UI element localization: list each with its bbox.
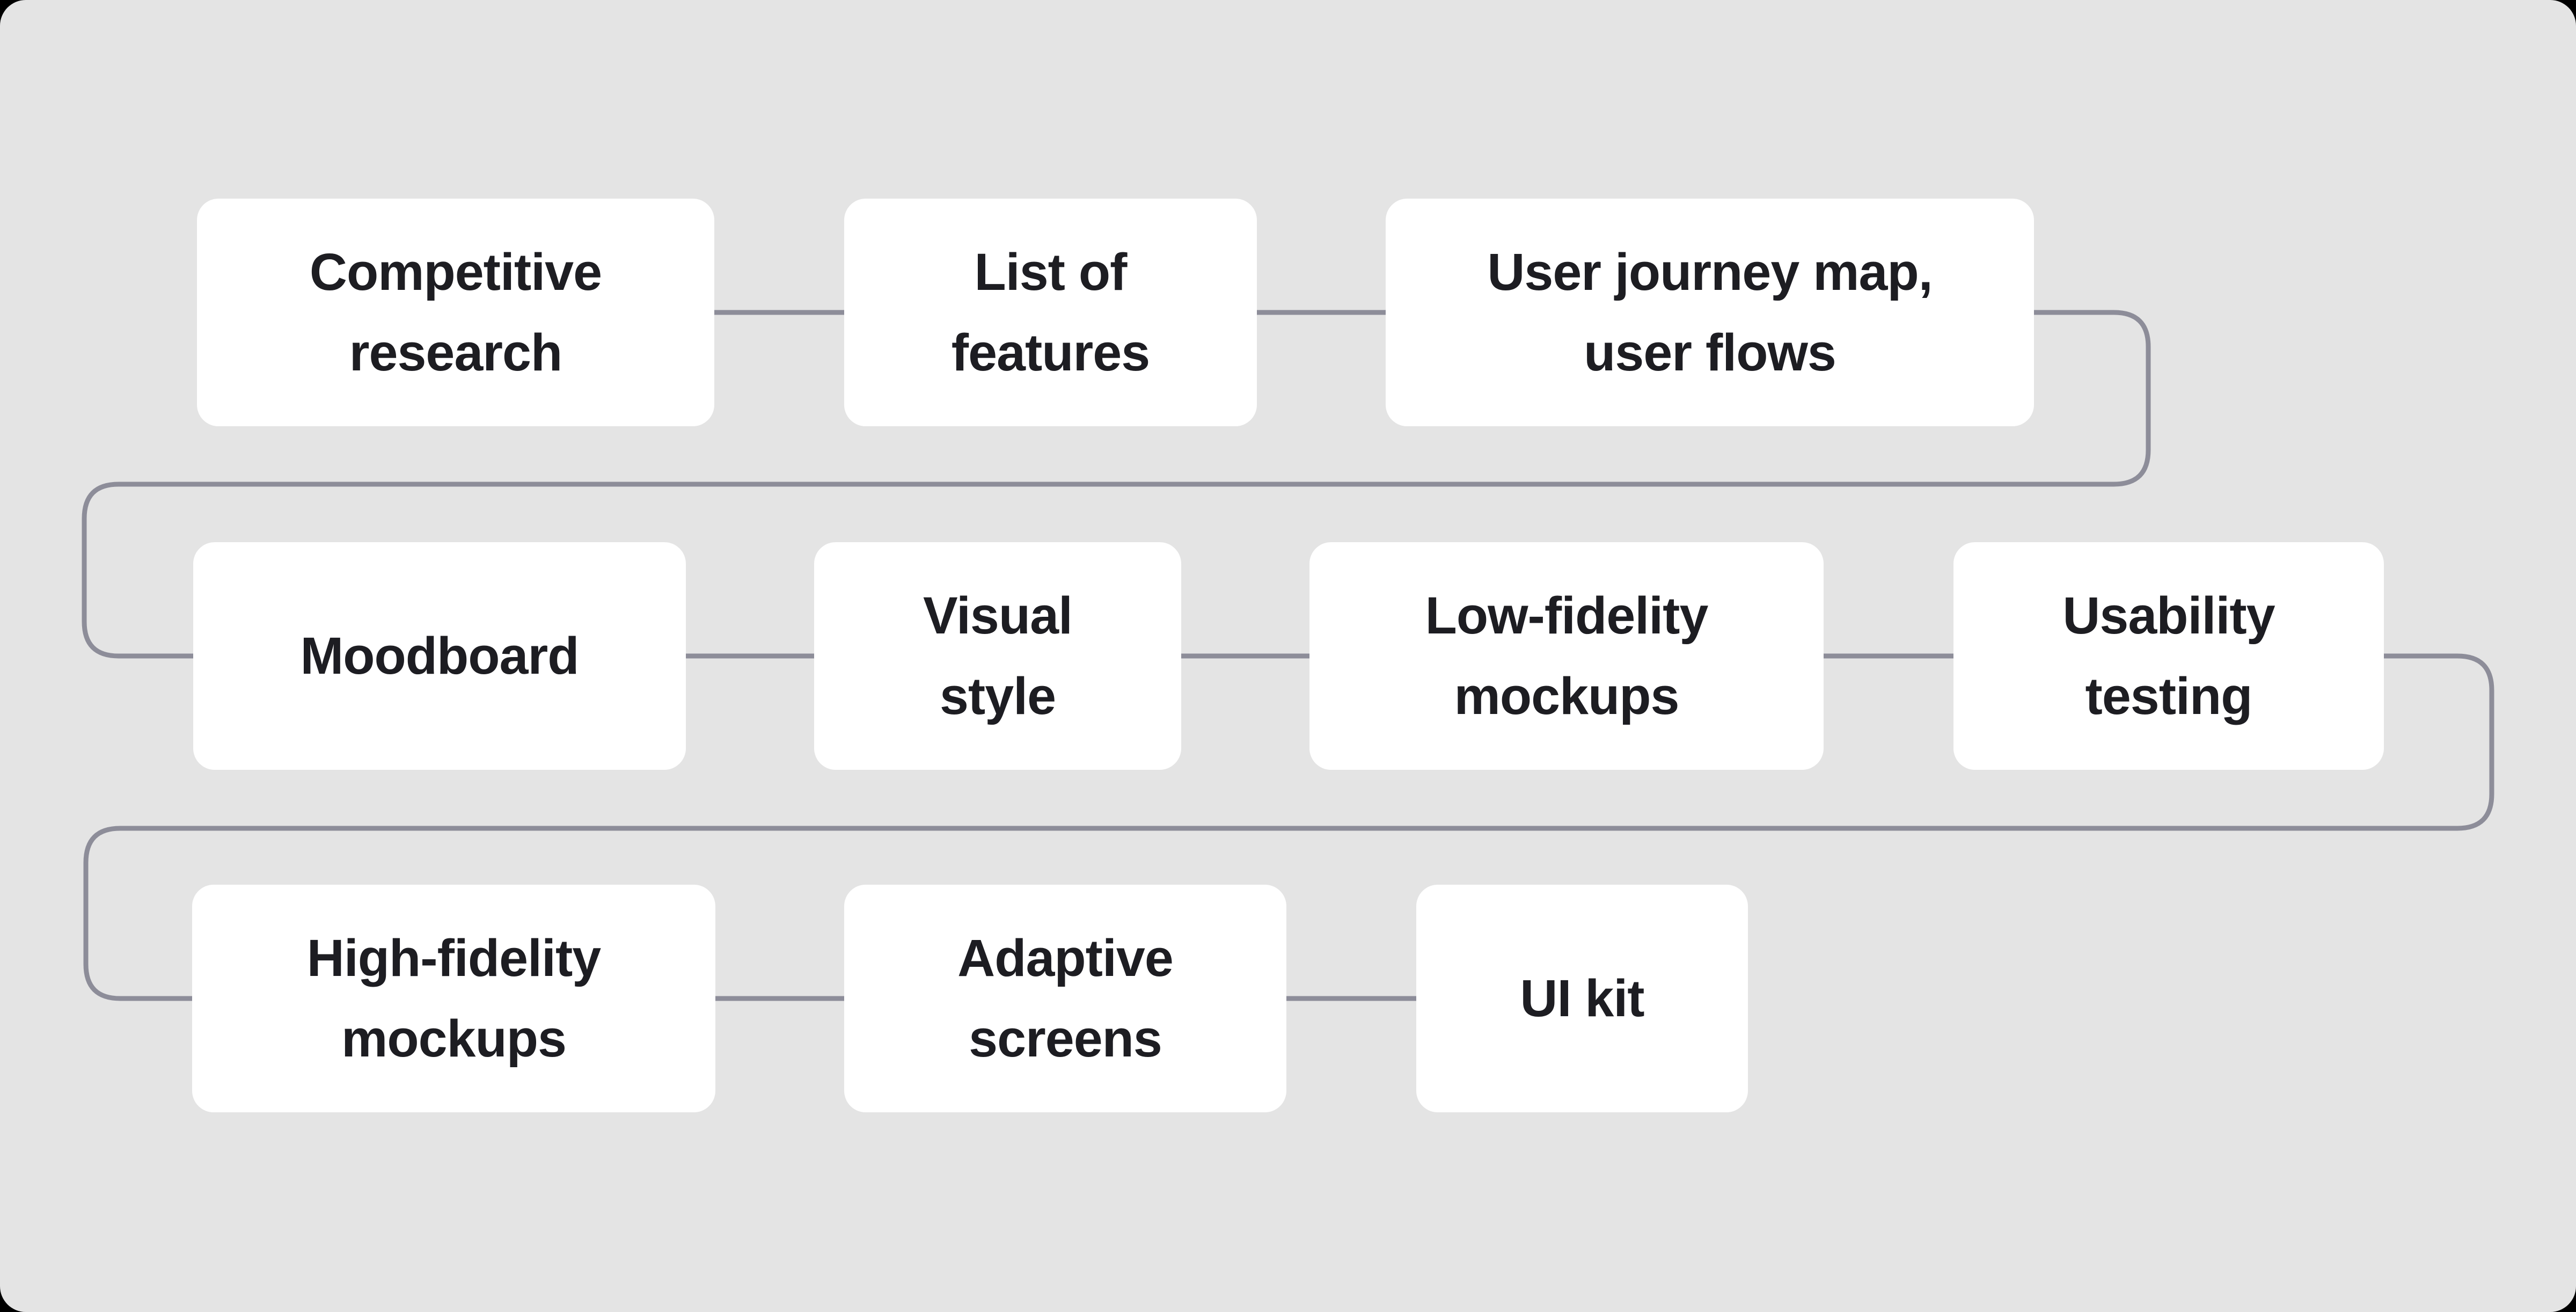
flow-node-label-line: testing (2085, 667, 2253, 725)
flow-node-label-line: UI kit (1520, 969, 1644, 1027)
flow-node-label-line: List of (974, 243, 1128, 301)
flow-node-label-line: features (951, 323, 1150, 382)
flow-node-label-line: User journey map, (1487, 243, 1933, 301)
connector-row2-wrap-to-highfi (83, 653, 2494, 1001)
flow-node-label-line: screens (969, 1009, 1162, 1068)
flow-node-usability-testing: Usability testing (1953, 542, 2384, 770)
flow-node-label-line: research (349, 323, 562, 382)
flow-node-high-fidelity-mockups: High-fidelity mockups (192, 885, 715, 1112)
flow-node-label-line: Adaptive (957, 929, 1174, 987)
flow-node-label-line: Moodboard (300, 626, 579, 685)
connector-row1-wrap-to-moodboard (82, 310, 2151, 659)
flow-node-ui-kit: UI kit (1416, 885, 1748, 1112)
flow-node-label-line: Low-fidelity (1425, 586, 1709, 645)
flow-node-adaptive-screens: Adaptive screens (844, 885, 1286, 1112)
flow-node-user-journey-map: User journey map, user flows (1386, 199, 2034, 426)
flow-node-label-line: High-fidelity (306, 929, 601, 987)
flow-node-label-line: Usability (2062, 586, 2275, 645)
flow-node-label-line: mockups (1454, 667, 1680, 725)
flow-node-label-line: Visual (923, 586, 1073, 645)
flow-node-moodboard: Moodboard (193, 542, 686, 770)
flow-node-low-fidelity-mockups: Low-fidelity mockups (1309, 542, 1824, 770)
flow-node-label-line: mockups (341, 1009, 567, 1068)
flow-node-label-line: Competitive (309, 243, 602, 301)
flow-node-list-of-features: List of features (844, 199, 1257, 426)
flow-node-competitive-research: Competitive research (197, 199, 714, 426)
flow-node-label-line: style (939, 667, 1056, 725)
flow-node-visual-style: Visual style (814, 542, 1181, 770)
flow-node-label-line: user flows (1584, 323, 1836, 382)
